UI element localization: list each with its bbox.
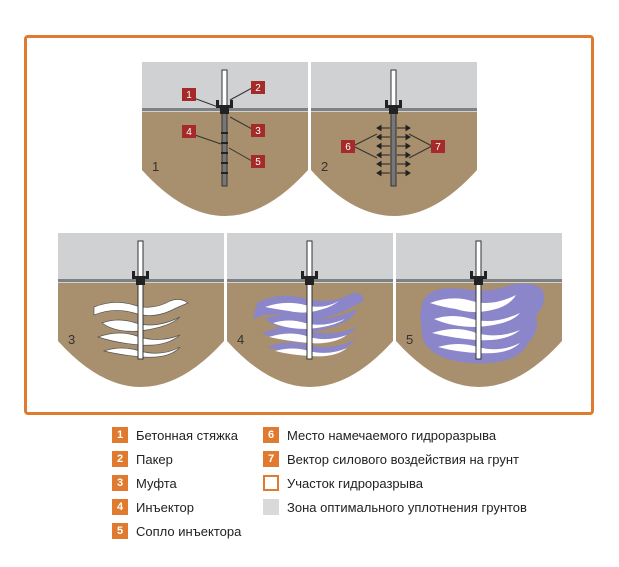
force-vector-head <box>376 133 382 141</box>
callout-3-label: 3 <box>255 126 261 137</box>
injector <box>470 240 487 360</box>
callout-1-label: 1 <box>186 90 192 101</box>
legend-text-fracture: Участок гидроразрыва <box>287 475 423 491</box>
packer <box>216 100 233 114</box>
stage-label-5: 5 <box>406 332 413 347</box>
legend-item-5: 5 Сопло инъектора <box>112 519 241 543</box>
callout-3: 3 <box>229 116 265 137</box>
injector <box>216 69 233 187</box>
callout-6: 6 <box>341 133 378 159</box>
force-vector-head <box>405 133 411 141</box>
legend-text-7: Вектор силового воздействия на грунт <box>287 451 519 467</box>
force-vector-head <box>405 151 411 159</box>
nozzles <box>221 132 228 174</box>
legend-text-4: Инъектор <box>136 499 194 515</box>
stage-label-1: 1 <box>152 159 159 174</box>
legend-swatch-3: 3 <box>112 475 128 491</box>
packer <box>132 271 149 285</box>
legend-right: 6 Место намечаемого гидроразрыва 7 Векто… <box>263 423 527 519</box>
legend-text-6: Место намечаемого гидроразрыва <box>287 427 497 443</box>
force-vector-head <box>376 169 382 177</box>
force-vector-head <box>376 160 382 168</box>
callout-4-label: 4 <box>186 127 192 138</box>
stage-panel-1: 1 2 3 4 5 1 <box>142 62 308 216</box>
callout-2-label: 2 <box>255 83 261 94</box>
stage-panel-5: 5 <box>396 233 562 387</box>
legend-item-2: 2 Пакер <box>112 447 241 471</box>
force-vectors <box>376 124 411 177</box>
callout-1: 1 <box>182 88 219 108</box>
force-vector-head <box>376 151 382 159</box>
injector <box>301 240 318 360</box>
packer <box>385 100 402 114</box>
packer <box>301 271 318 285</box>
callout-2: 2 <box>229 81 265 101</box>
legend-item-compaction: Зона оптимального уплотнения грунтов <box>263 495 527 519</box>
force-vector-head <box>405 142 411 150</box>
legend-item-1: 1 Бетонная стяжка <box>112 423 241 447</box>
stage-panel-2: 6 7 2 <box>311 62 477 216</box>
stage-panel-3: 3 <box>58 233 224 387</box>
legend-text-5: Сопло инъектора <box>136 523 242 539</box>
callout-7: 7 <box>408 133 445 159</box>
callout-4: 4 <box>182 125 222 145</box>
legend-swatch-1: 1 <box>112 427 128 443</box>
force-vector-head <box>405 160 411 168</box>
legend-swatch-compaction <box>263 499 279 515</box>
force-vector-head <box>405 124 411 132</box>
legend-text-1: Бетонная стяжка <box>136 427 239 443</box>
legend-swatch-7: 7 <box>263 451 279 467</box>
callout-5-label: 5 <box>255 157 261 168</box>
force-vector-head <box>376 142 382 150</box>
callout-5: 5 <box>228 147 265 168</box>
legend-left: 1 Бетонная стяжка 2 Пакер 3 Муфта 4 Инъе… <box>112 423 241 543</box>
injector <box>132 240 149 360</box>
legend-item-6: 6 Место намечаемого гидроразрыва <box>263 423 527 447</box>
packer <box>470 271 487 285</box>
legend-text-3: Муфта <box>136 475 177 491</box>
legend-text-2: Пакер <box>136 451 173 467</box>
legend-swatch-6: 6 <box>263 427 279 443</box>
stage-label-4: 4 <box>237 332 244 347</box>
injector <box>385 69 402 187</box>
legend-swatch-4: 4 <box>112 499 128 515</box>
callout-7-label: 7 <box>435 142 441 153</box>
legend-item-7: 7 Вектор силового воздействия на грунт <box>263 447 527 471</box>
stage-label-3: 3 <box>68 332 75 347</box>
legend-item-fracture: Участок гидроразрыва <box>263 471 527 495</box>
legend-item-4: 4 Инъектор <box>112 495 241 519</box>
force-vector-head <box>376 124 382 132</box>
legend-text-compaction: Зона оптимального уплотнения грунтов <box>287 499 527 515</box>
force-vector-head <box>405 169 411 177</box>
stage-panel-4: 4 <box>227 233 393 387</box>
callout-6-label: 6 <box>345 142 351 153</box>
legend-swatch-2: 2 <box>112 451 128 467</box>
legend-item-3: 3 Муфта <box>112 471 241 495</box>
legend-swatch-5: 5 <box>112 523 128 539</box>
legend-swatch-fracture <box>263 475 279 491</box>
stage-label-2: 2 <box>321 159 328 174</box>
